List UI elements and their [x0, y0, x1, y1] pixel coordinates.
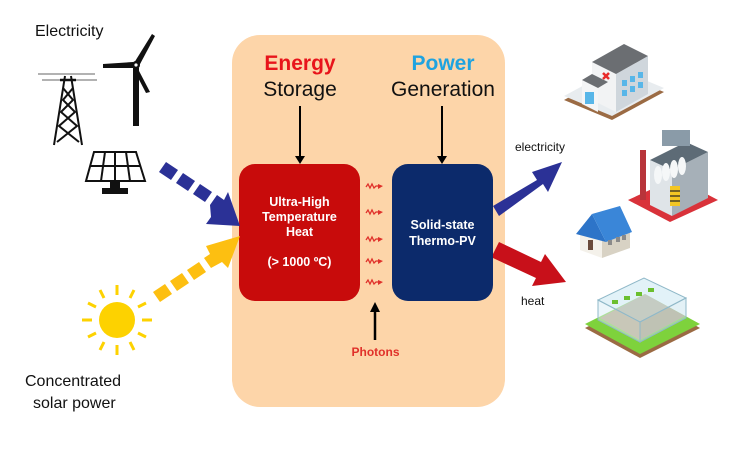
photon-icon: [365, 235, 383, 243]
photon-icon: [365, 278, 383, 286]
generation-header-colored: Power: [411, 52, 475, 75]
photons-label: Photons: [351, 345, 400, 359]
photon-icon: [365, 208, 383, 216]
storage-header-colored: Energy: [264, 52, 336, 75]
storage-line-2: Temperature: [262, 210, 337, 224]
electricity-input-label: Electricity: [35, 23, 104, 40]
thermo-pv-box: Solid-state Thermo-PV: [392, 164, 493, 301]
factory-icon: [628, 130, 718, 222]
storage-line-1: Ultra-High: [269, 195, 330, 209]
storage-header-sub: Storage: [263, 78, 337, 101]
greenhouse-icon: [585, 277, 700, 358]
transmission-tower-icon: [38, 73, 97, 146]
heat-output-arrow: [493, 242, 566, 286]
photon-icon: [365, 182, 383, 190]
storage-line-3: Heat: [285, 225, 314, 239]
hospital-icon: [564, 44, 664, 120]
solar-panel-icon: [84, 151, 147, 194]
heat-output-label: heat: [521, 294, 545, 308]
electricity-output-label: electricity: [515, 140, 566, 154]
heat-storage-box: Ultra-High Temperature Heat (> 1000 ºC): [239, 164, 360, 301]
generation-header-sub: Generation: [391, 78, 495, 101]
generation-arrow: [437, 106, 447, 164]
photon-icon: [365, 257, 383, 265]
electricity-input-arrow: [159, 162, 240, 226]
photon-squiggles: [365, 182, 383, 286]
storage-arrow: [295, 106, 305, 164]
solar-label-line2: solar power: [33, 395, 116, 412]
wind-turbine-icon: [103, 34, 155, 126]
pv-line-2: Thermo-PV: [409, 233, 476, 248]
solar-label-line1: Concentrated: [25, 373, 122, 390]
electricity-output-arrow: [493, 162, 562, 216]
storage-temperature: (> 1000 ºC): [267, 255, 332, 269]
sun-icon: [82, 285, 152, 355]
pv-line-1: Solid-state: [410, 217, 475, 232]
solar-input-arrow: [153, 236, 240, 302]
photons-arrow: [370, 302, 380, 340]
house-icon: [576, 206, 632, 258]
